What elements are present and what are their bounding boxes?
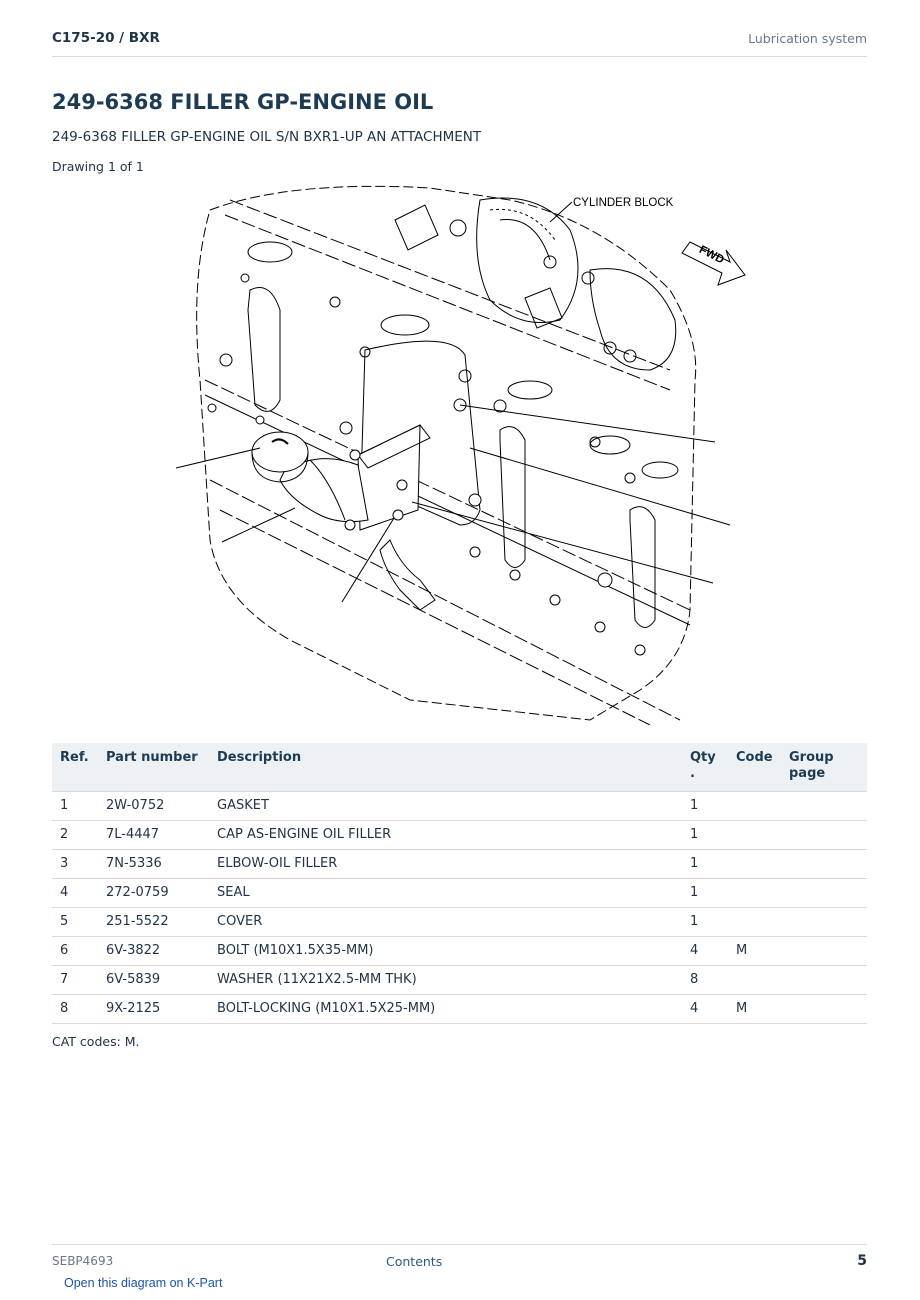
cell-code: M [728, 936, 781, 966]
kpart-link[interactable]: Open this diagram on K-Part [64, 1276, 223, 1290]
table-row: 3 7N-5336 ELBOW-OIL FILLER 1 [52, 849, 867, 879]
cell-group-page [781, 936, 867, 966]
col-part-number: Part number [98, 743, 209, 792]
cell-ref: 1 [52, 791, 98, 821]
filler-cap [251, 431, 309, 473]
bolts [207, 353, 646, 656]
parts-diagram: CYLINDER BLOCK FWD [170, 180, 750, 725]
cell-part-number: 6V-5839 [98, 965, 209, 995]
drawing-label: Drawing 1 of 1 [52, 159, 144, 174]
leader-lines [175, 201, 731, 603]
cat-codes-note: CAT codes: M. [52, 1034, 140, 1049]
cell-part-number: 7N-5336 [98, 849, 209, 879]
cell-code [728, 791, 781, 821]
cell-qty: 1 [682, 907, 728, 937]
cell-ref: 4 [52, 878, 98, 908]
cell-code [728, 907, 781, 937]
fwd-arrow [681, 241, 746, 286]
cell-qty: 4 [682, 936, 728, 966]
table-row: 6 6V-3822 BOLT (M10X1.5X35-MM) 4 M [52, 936, 867, 966]
parts-table: Ref. Part number Description Qty. Code G… [52, 743, 867, 1024]
cell-code [728, 849, 781, 879]
cell-part-number: 7L-4447 [98, 820, 209, 850]
contents-link[interactable]: Contents [386, 1254, 443, 1269]
section-label: Lubrication system [748, 31, 867, 46]
cell-ref: 8 [52, 994, 98, 1024]
cell-ref: 5 [52, 907, 98, 937]
cell-part-number: 2W-0752 [98, 791, 209, 821]
table-row: 7 6V-5839 WASHER (11X21X2.5-MM THK) 8 [52, 965, 867, 995]
col-ref: Ref. [52, 743, 98, 792]
cell-group-page [781, 820, 867, 850]
cell-description: BOLT (M10X1.5X35-MM) [209, 936, 682, 966]
cell-qty: 1 [682, 791, 728, 821]
cell-qty: 1 [682, 878, 728, 908]
col-qty: Qty. [682, 743, 728, 792]
page-header: C175-20 / BXR Lubrication system [52, 28, 867, 57]
model-label: C175-20 / BXR [52, 30, 160, 46]
cell-ref: 3 [52, 849, 98, 879]
cell-code [728, 878, 781, 908]
cell-group-page [781, 849, 867, 879]
cell-description: BOLT-LOCKING (M10X1.5X25-MM) [209, 994, 682, 1024]
page-subtitle: 249-6368 FILLER GP-ENGINE OIL S/N BXR1-U… [52, 129, 482, 145]
cell-ref: 2 [52, 820, 98, 850]
cylinder-block-label: CYLINDER BLOCK [573, 197, 674, 209]
cell-group-page [781, 994, 867, 1024]
cell-group-page [781, 878, 867, 908]
cell-code [728, 965, 781, 995]
cell-group-page [781, 791, 867, 821]
col-code: Code [728, 743, 781, 792]
cell-part-number: 251-5522 [98, 907, 209, 937]
table-row: 8 9X-2125 BOLT-LOCKING (M10X1.5X25-MM) 4… [52, 994, 867, 1024]
table-row: 4 272-0759 SEAL 1 [52, 878, 867, 908]
cell-description: GASKET [209, 791, 682, 821]
cell-ref: 7 [52, 965, 98, 995]
doc-number: SEBP4693 [52, 1254, 114, 1268]
page-footer: SEBP4693 Contents 5 [52, 1244, 867, 1275]
table-row: 1 2W-0752 GASKET 1 [52, 791, 867, 821]
table-row: 2 7L-4447 CAP AS-ENGINE OIL FILLER 1 [52, 820, 867, 850]
cell-qty: 1 [682, 849, 728, 879]
cell-part-number: 272-0759 [98, 878, 209, 908]
page-number: 5 [857, 1253, 867, 1269]
cell-qty: 8 [682, 965, 728, 995]
table-row: 5 251-5522 COVER 1 [52, 907, 867, 937]
cell-qty: 1 [682, 820, 728, 850]
col-description: Description [209, 743, 682, 792]
cell-qty: 4 [682, 994, 728, 1024]
cell-part-number: 9X-2125 [98, 994, 209, 1024]
cell-code [728, 820, 781, 850]
table-header-row: Ref. Part number Description Qty. Code G… [52, 743, 867, 792]
cell-description: COVER [209, 907, 682, 937]
elbow-tube [279, 458, 369, 523]
cell-code: M [728, 994, 781, 1024]
cell-ref: 6 [52, 936, 98, 966]
page-title: 249-6368 FILLER GP-ENGINE OIL [52, 90, 434, 114]
cell-description: WASHER (11X21X2.5-MM THK) [209, 965, 682, 995]
cell-description: SEAL [209, 878, 682, 908]
cell-description: CAP AS-ENGINE OIL FILLER [209, 820, 682, 850]
cell-group-page [781, 965, 867, 995]
cell-group-page [781, 907, 867, 937]
cell-part-number: 6V-3822 [98, 936, 209, 966]
block-outline [196, 185, 697, 721]
cell-description: ELBOW-OIL FILLER [209, 849, 682, 879]
